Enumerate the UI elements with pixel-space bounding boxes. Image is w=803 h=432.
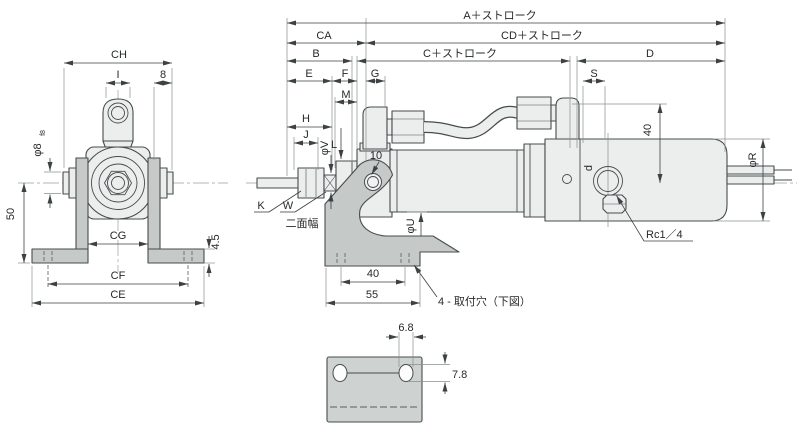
dim-k-label: K (257, 200, 265, 212)
rod-face-outer (107, 172, 129, 194)
dim-a-stroke-label: A＋ストローク (463, 9, 536, 22)
rod-face-inner (111, 176, 125, 190)
dim-l-label: L (331, 139, 337, 151)
dim-e-label: E (305, 68, 312, 80)
elbow-rear-body (555, 97, 580, 144)
bracket-foot-left (31, 248, 89, 264)
mount-slot-right (398, 364, 414, 382)
port-hole-inner (597, 170, 619, 192)
dim-10-label: 10 (370, 150, 382, 162)
rod-nut (297, 167, 325, 199)
elbow-front-stem (386, 118, 393, 136)
dim-45-label: 4.5 (210, 234, 222, 249)
head-collar (523, 143, 546, 218)
dim-s-label: S (590, 68, 597, 80)
across-flats-note: 二面幅 (286, 217, 319, 230)
cylinder-face-outer (81, 146, 155, 220)
piston-rod-nut-hex (103, 170, 133, 196)
dim-w-label: W (283, 200, 294, 212)
dim-phi8-label: φ8 (32, 143, 44, 156)
dim-m-label: M (341, 89, 350, 101)
dim-55-label: 55 (366, 289, 378, 301)
dim-ch-label: CH (111, 49, 127, 61)
dim-40-height-label: 40 (642, 124, 654, 136)
leader-mount-holes (413, 264, 438, 298)
bracket-pin-hole-inner (367, 176, 379, 188)
dim-cf-label: CF (111, 270, 126, 282)
dim-b-label: B (312, 48, 319, 60)
rear-body (544, 138, 728, 222)
piston-rod (256, 177, 303, 189)
detail-view: 6.8 7.8 (326, 322, 467, 423)
mount-holes-note: 4 - 取付穴（下図） (438, 294, 531, 308)
dim-d-label: D (646, 48, 654, 60)
mounting-bracket (324, 159, 460, 267)
dim-phi-u-label: φU (405, 218, 417, 233)
elbow-front-body (362, 106, 388, 150)
rod-end-knuckle (102, 98, 134, 142)
dim-j-label: J (303, 129, 309, 141)
front-view: CH I 8 φ8 f8 50 CG CF CE 4.5 (5, 49, 228, 307)
dim-phi-r-label: φR (747, 152, 759, 167)
dim-phi-v-label: φV (319, 140, 331, 155)
knuckle-eye-outer (107, 102, 129, 124)
dim-ce-label: CE (110, 289, 125, 301)
dim-h-label: H (302, 113, 310, 125)
trunnion-pin-right (166, 171, 174, 195)
dim-i-label: I (116, 69, 119, 81)
dim-phi8-tolerance: f8 (40, 130, 47, 136)
trunnion-pin-left (62, 171, 70, 195)
bracket-leg-right (147, 157, 161, 251)
dim-50-label: 50 (5, 208, 17, 220)
dim-40-base-label: 40 (367, 268, 379, 280)
dim-f-label: F (342, 68, 349, 80)
cylinder-tube (389, 149, 525, 213)
elbow-front-nut (391, 110, 425, 144)
dim-g-label: G (371, 68, 380, 80)
knuckle-eye-inner (111, 106, 125, 120)
bracket-foot-right (147, 248, 205, 264)
dim-ca-label: CA (316, 30, 332, 42)
dim-78-label: 7.8 (452, 369, 467, 381)
body-screw (562, 174, 572, 184)
dim-68-label: 6.8 (398, 322, 413, 334)
port-thread-label: Rc1／4 (646, 228, 683, 241)
dim-d-port-label: d (583, 165, 595, 171)
elbow-rear-nut (516, 96, 552, 130)
bracket-leg-left (75, 157, 89, 251)
leader-rc14 (616, 195, 645, 242)
leader-10 (371, 161, 380, 175)
dim-c-stroke-label: C＋ストローク (423, 47, 497, 60)
rear-tube-lower (726, 175, 775, 185)
cylinder-face-ring1 (91, 156, 145, 210)
side-view: A＋ストローク CA CD＋ストローク B C＋ストローク D E F G S … (246, 9, 797, 308)
elbow-rear-stem (550, 104, 557, 122)
cylinder-face-ring2 (98, 163, 138, 203)
dim-8-label: 8 (160, 69, 166, 81)
mount-slot-left (332, 364, 348, 382)
dim-cd-stroke-label: CD＋ストローク (501, 29, 583, 42)
dim-cg-label: CG (110, 230, 127, 242)
